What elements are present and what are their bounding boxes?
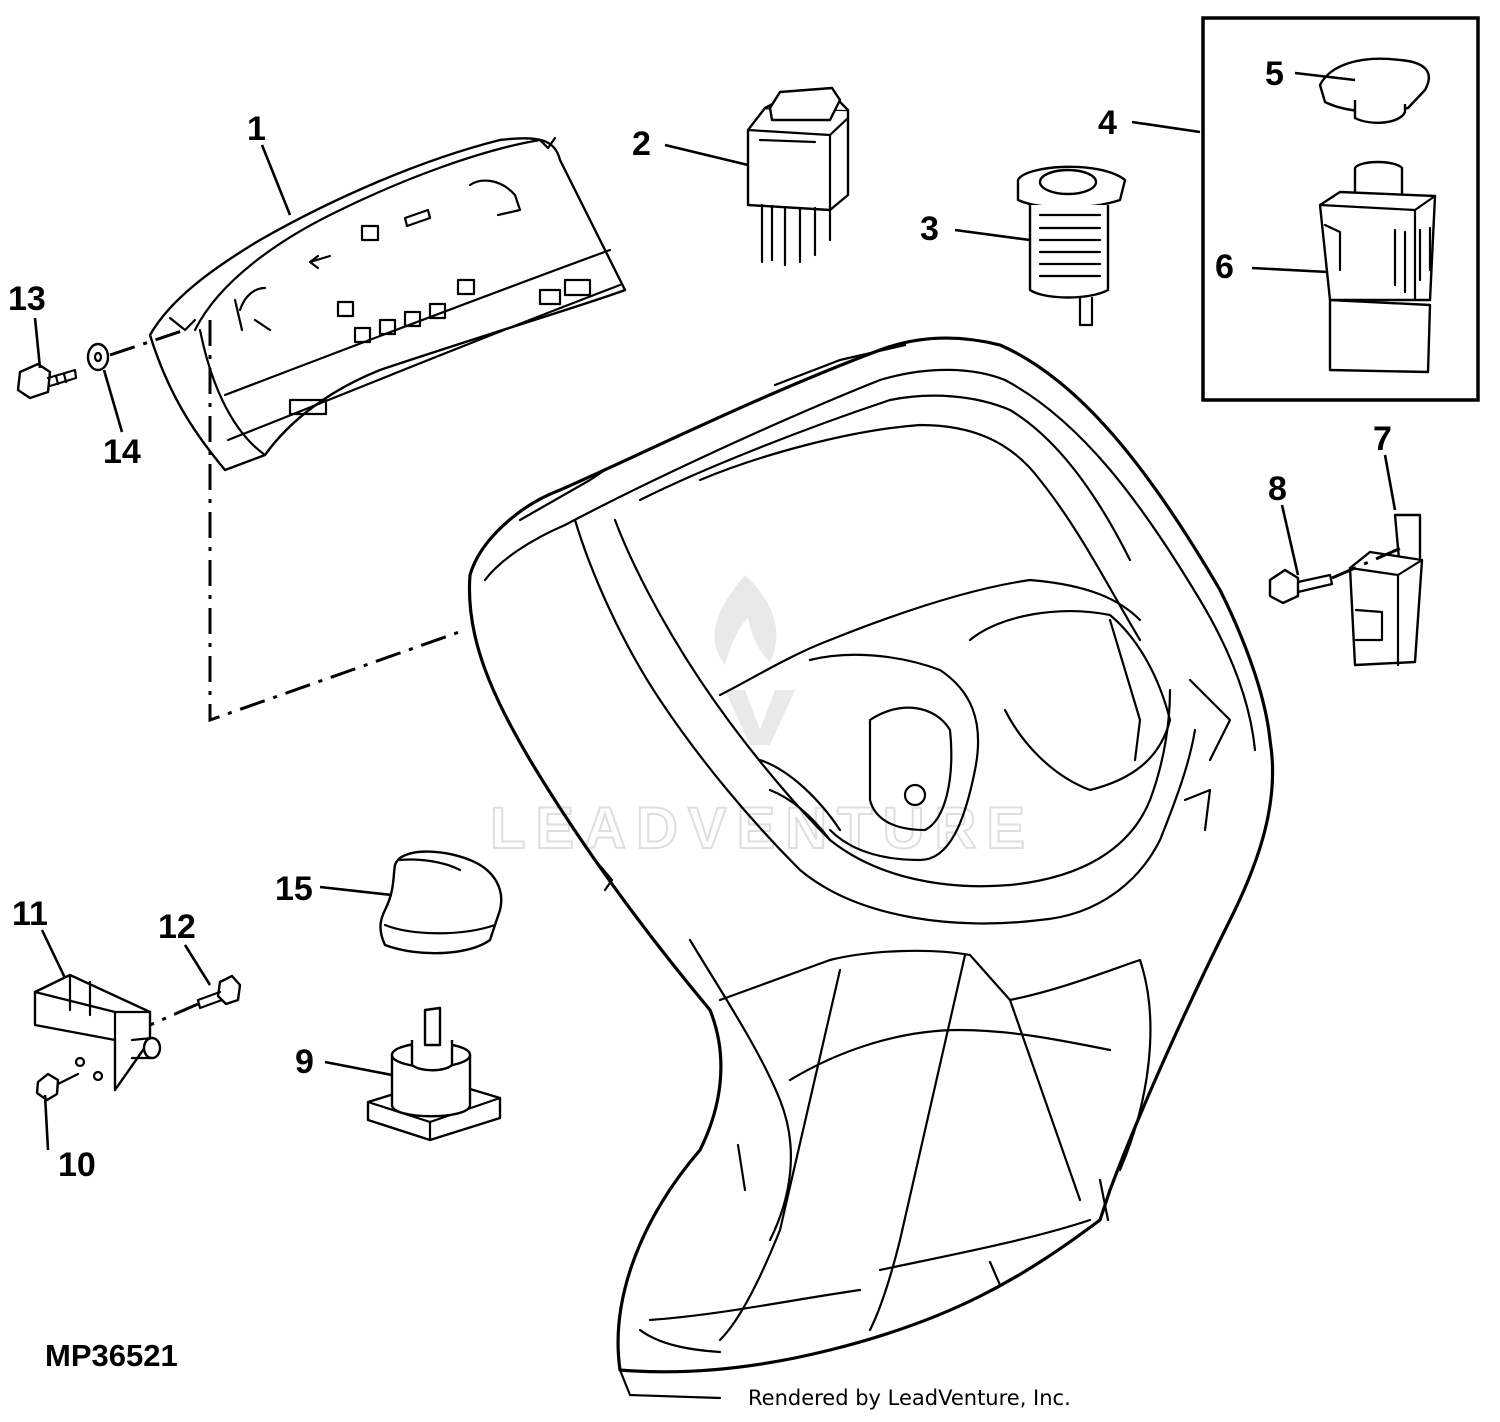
part-12-screw	[149, 974, 242, 1027]
watermark: LEADVENTURE	[489, 575, 1035, 862]
part-1-instrument-cluster	[148, 136, 627, 472]
callout-1: 1	[247, 110, 266, 148]
part-5-knob-cap	[1318, 57, 1431, 124]
part-13-screw	[16, 362, 78, 400]
part-9-rotary-switch	[366, 1006, 502, 1142]
watermark-text: LEADVENTURE	[490, 796, 1035, 861]
callout-14: 14	[103, 433, 141, 471]
kit-4-frame	[1201, 16, 1480, 402]
part-3-power-socket	[1016, 165, 1127, 327]
assembly-line-1	[208, 320, 466, 723]
assembly-line-14	[109, 328, 186, 357]
part-7-relay	[1348, 513, 1424, 667]
part-15-knob	[379, 850, 503, 955]
callout-11: 11	[12, 895, 48, 933]
callout-3: 3	[920, 210, 939, 248]
part-6-push-switch	[1318, 160, 1437, 374]
render-credit: Rendered by LeadVenture, Inc.	[748, 1386, 1071, 1410]
callout-7: 7	[1373, 420, 1392, 458]
callout-12: 12	[158, 908, 196, 946]
part-11-switch	[33, 973, 162, 1092]
callouts: 1 2 3 4 5 6 7 8 9 10 11 12 13 14 15	[8, 55, 1392, 1184]
part-2-rocker-switch	[746, 86, 850, 267]
part-8-bolt	[1268, 543, 1409, 605]
leader-lines	[33, 71, 1397, 1151]
part-10-nut	[35, 1072, 80, 1102]
callout-8: 8	[1268, 470, 1287, 508]
hood-dash-panel	[467, 336, 1275, 1400]
callout-6: 6	[1215, 248, 1234, 286]
callout-2: 2	[632, 125, 651, 163]
figure-id: MP36521	[45, 1338, 178, 1373]
callout-4: 4	[1098, 104, 1117, 142]
callout-5: 5	[1265, 55, 1284, 93]
callout-13: 13	[8, 280, 46, 318]
callout-15: 15	[275, 870, 313, 908]
callout-10: 10	[58, 1146, 96, 1184]
callout-9: 9	[295, 1043, 314, 1081]
part-14-washer	[86, 342, 110, 372]
